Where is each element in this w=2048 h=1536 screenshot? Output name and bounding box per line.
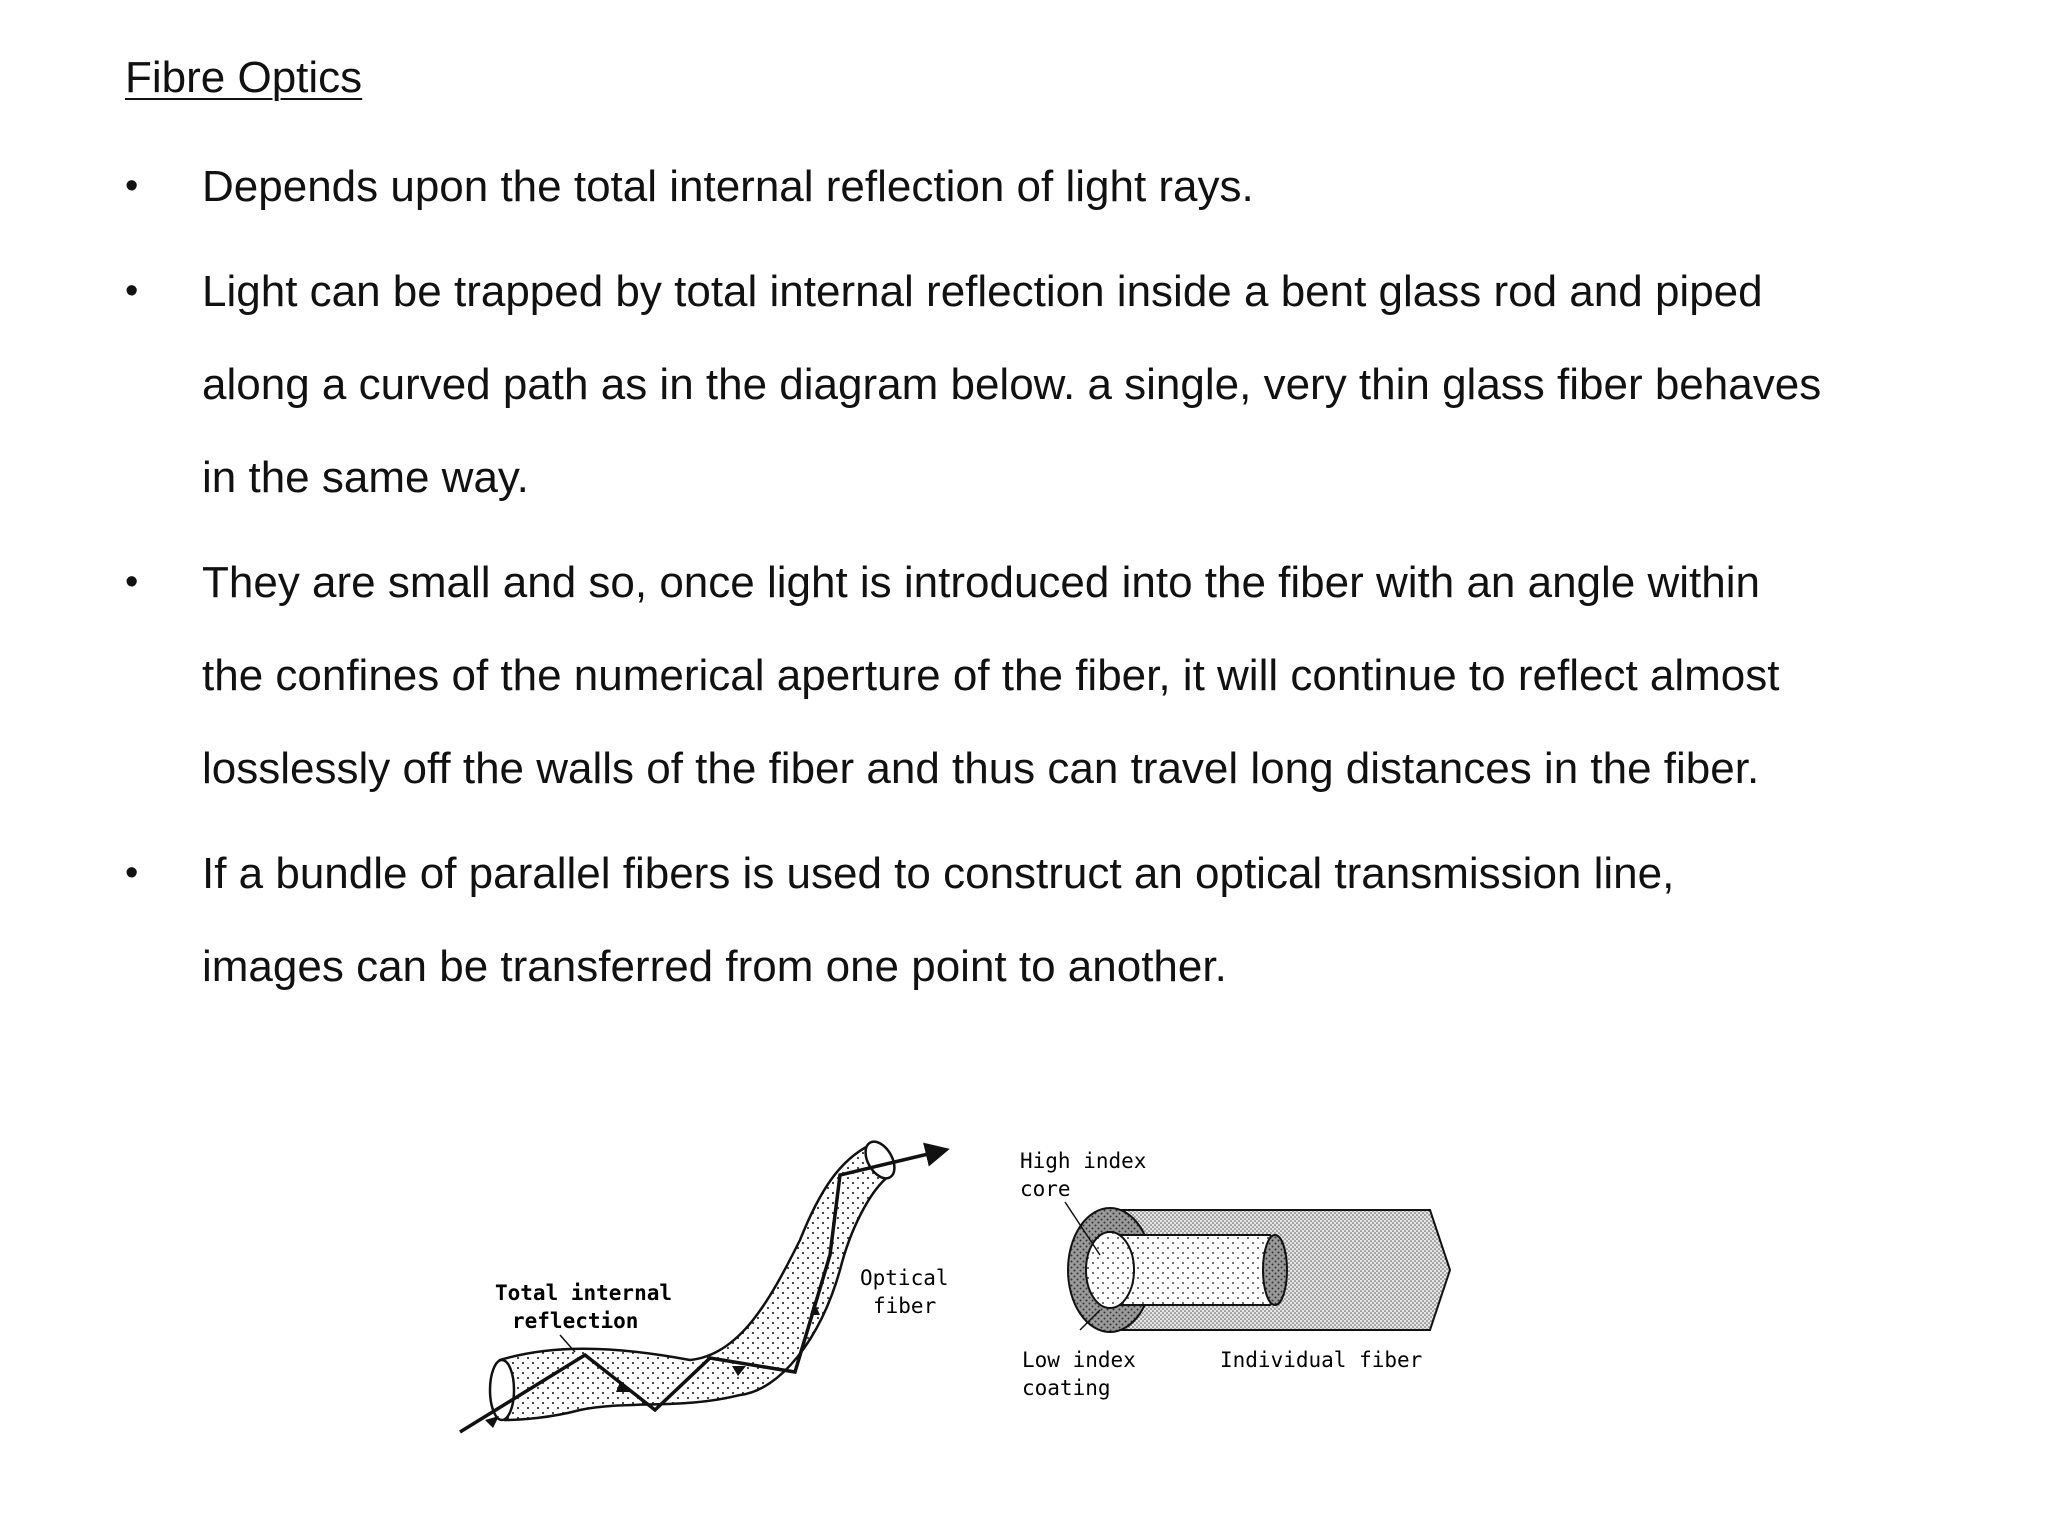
fiber-end-left [488, 1358, 516, 1422]
bullet-text: Depends upon the total internal reflecti… [202, 162, 1254, 211]
bullet-dot-icon: • [125, 561, 139, 603]
bullet-text: They are small and so, once light is int… [202, 558, 1780, 793]
bullet-dot-icon: • [125, 852, 139, 894]
bullet-item: • If a bundle of parallel fibers is used… [125, 827, 1822, 1013]
bullet-dot-icon: • [125, 165, 139, 207]
label-individual-fiber: Individual fiber [1220, 1348, 1422, 1372]
label-coating: coating [1022, 1376, 1111, 1400]
label-fiber: fiber [873, 1294, 936, 1318]
bullet-item: • Depends upon the total internal reflec… [125, 140, 1805, 233]
bullet-item: • Light can be trapped by total internal… [125, 245, 1822, 524]
label-high-index: High index [1020, 1149, 1146, 1173]
bullet-text: If a bundle of parallel fibers is used t… [202, 849, 1675, 991]
label-optical: Optical [860, 1266, 949, 1290]
bullet-item: • They are small and so, once light is i… [125, 536, 1822, 815]
fiber-end-right [864, 1140, 896, 1180]
fiber-body [498, 1143, 892, 1422]
page-title: Fibre Optics [125, 53, 363, 102]
light-ray [459, 1142, 950, 1434]
label-core: core [1020, 1177, 1071, 1201]
bullet-list: • Depends upon the total internal reflec… [125, 140, 1821, 1025]
bullet-dot-icon: • [125, 270, 139, 312]
fiber-cross-section-diagram: High index core Low index coating Indivi… [1020, 1149, 1452, 1400]
bullet-text: Light can be trapped by total internal r… [202, 267, 1822, 502]
label-total-internal: Total internal [495, 1281, 672, 1305]
label-low-index: Low index [1022, 1348, 1136, 1372]
label-reflection: reflection [512, 1309, 638, 1333]
bent-fiber-diagram: Total internal reflection Optical fiber [459, 1140, 950, 1434]
core-cylinder [1109, 1234, 1287, 1306]
